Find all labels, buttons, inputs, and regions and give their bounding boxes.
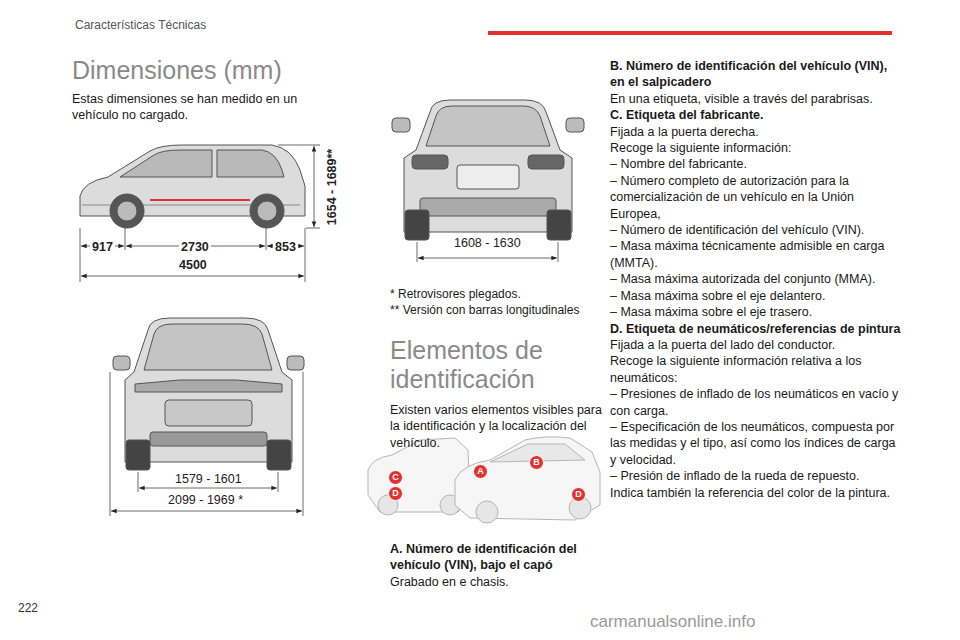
body-text: Recoge la siguiente información: <box>610 140 902 156</box>
callout-letter: A <box>477 467 484 476</box>
list-item: – Presiones de inflado de los neumáticos… <box>610 386 902 419</box>
list-item: – Masa máxima sobre el eje trasero. <box>610 304 902 320</box>
body-text: Fijada a la puerta del lado del conducto… <box>610 337 902 353</box>
callout-circle: D <box>571 487 586 502</box>
item-heading: A. Número de identificación del vehículo… <box>390 541 612 574</box>
list-item: – Masa máxima sobre el eje delantero. <box>610 288 902 304</box>
list-item: – Masa máxima técnicamente admisible en … <box>610 238 902 271</box>
side-dimension-lines <box>80 145 320 282</box>
list-item: – Presión de inflado de la rueda de repu… <box>610 468 902 484</box>
list-item: – Masa máxima autorizada del conjunto (M… <box>610 271 902 287</box>
dimension-value: 853 <box>273 240 298 254</box>
header-bar <box>488 31 892 35</box>
front-dimension-lines <box>110 372 303 516</box>
footnote: ** Versión con barras longitudinales <box>390 302 612 318</box>
intro-text: Estas dimensiones se han medido en un ve… <box>72 91 304 124</box>
section-heading: Elementos de identificación <box>390 336 612 394</box>
side-view-car <box>80 145 305 228</box>
item-heading: B. Número de identificación del vehículo… <box>610 58 902 91</box>
callout-letter: C <box>392 473 399 482</box>
body-text: Fijada a la puerta derecha. <box>610 124 902 140</box>
list-item: – Nombre del fabricante. <box>610 156 902 172</box>
body-text: Grabado en e chasis. <box>390 574 612 590</box>
callout-circle: D <box>388 486 403 501</box>
footnote: * Retrovisores plegados. <box>390 286 612 302</box>
body-text: Indica también la referencia del color d… <box>610 485 902 501</box>
running-header: Características Técnicas <box>75 18 206 32</box>
dimension-value: 1608 - 1630 <box>452 236 523 250</box>
body-text: Existen varios elementos visibles para l… <box>390 402 612 451</box>
list-item: – Especificación de los neumáticos, comp… <box>610 419 902 468</box>
callout-circle: A <box>473 464 488 479</box>
watermark: carmanualsonline.info <box>590 612 755 632</box>
rear-view-car <box>392 100 584 240</box>
body-text: En una etiqueta, visible a través del pa… <box>610 91 902 107</box>
dimension-value: 2730 <box>179 240 211 254</box>
dimension-value: 917 <box>90 240 115 254</box>
callout-circle: B <box>529 455 544 470</box>
dimension-value: 1654 - 1689** <box>325 147 339 227</box>
callout-letter: D <box>575 490 582 499</box>
item-heading: C. Etiqueta del fabricante. <box>610 107 902 123</box>
item-heading: D. Etiqueta de neumáticos/referencias de… <box>610 321 902 337</box>
callout-letter: D <box>392 489 399 498</box>
dimension-value: 4500 <box>177 258 209 272</box>
callout-circle: C <box>388 470 403 485</box>
dimension-value: 2099 - 1969 * <box>166 493 245 507</box>
front-view-car <box>113 318 304 470</box>
page-title: Dimensiones (mm) <box>72 56 304 85</box>
page-number: 222 <box>18 601 38 615</box>
list-item: – Número de identificación del vehículo … <box>610 222 902 238</box>
body-text: Recoge la siguiente información relativa… <box>610 353 902 386</box>
dimension-value: 1579 - 1601 <box>173 472 244 486</box>
callout-letter: B <box>533 458 540 467</box>
list-item: – Número completo de autorización para l… <box>610 173 902 222</box>
